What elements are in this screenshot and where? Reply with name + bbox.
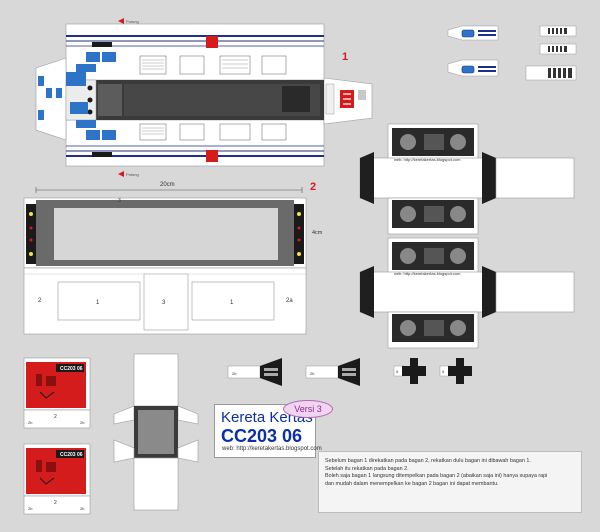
dimension-width-label: 20cm [160,182,175,188]
body-section-3: 3 [162,300,166,306]
title-website: web: http://keretakertas.blogspot.com [222,446,322,452]
part2-label: 2 [310,181,316,193]
cut-label-top: Potong [126,19,139,24]
nose-label-2b-right: 2b [80,420,85,425]
nose-label-2b-lower-right: 2b [80,506,85,511]
frame-tray-net [113,353,199,511]
small-part-2b-a: 2b [232,371,237,376]
bogie-web-top: web: http://keretakertas.blogspot.com [394,157,461,162]
headlight-parts [447,25,499,77]
title-model: CC203 06 [221,426,303,446]
instruction-line: Setelah itu rekatkan pada bagan 2. [325,465,409,472]
body-section-1a: 1 [96,300,100,306]
bogie-web-bottom: web: http://keretakertas.blogspot.com [394,271,461,276]
cab-part-number: 3 [118,198,121,204]
bogie-net-bottom [359,237,575,349]
instruction-line: Boleh saja bagan 1 langsung ditempelkan … [325,473,548,480]
small-part-2b-b: 2b [310,371,315,376]
plough-part-left [227,358,282,386]
plough-part-right [305,358,360,386]
loco-number-bottom: CC203 06 [60,452,83,458]
loco-number-top: CC203 06 [60,366,83,372]
nose-label-2: 2 [54,414,57,420]
body-section-2: 2 [38,298,42,304]
version-badge: Versi 3 [283,400,333,418]
instructions-note: Sebelum bagan 1 direkatkan pada bagan 2,… [318,451,582,513]
part1-body-net [35,23,373,167]
instruction-line: dan mudah dalam menempelkan ke bagan 2 b… [325,480,499,487]
cut-markers [118,18,124,177]
dimension-height-label: 4cm [312,230,323,236]
dimension-line [35,187,303,193]
instruction-line: Sebelum bagan 1 direkatkan pada bagan 2,… [325,458,531,464]
cross-part-left [393,358,426,384]
body-section-2a: 2a [286,298,293,304]
red-nose-bottom [23,443,91,515]
part2-base-frame [23,197,307,335]
cut-label-bottom: Potong [126,172,139,177]
body-section-1b: 1 [230,300,234,306]
part1-label: 1 [342,51,348,63]
small-part-5-a: 5 [396,369,399,374]
bogie-net-top [359,123,575,235]
nose-label-2-lower: 2 [54,500,57,506]
cross-part-right [439,358,472,384]
nose-label-2b-lower-left: 2b [28,506,33,511]
vent-strips [525,25,577,81]
small-part-5-b: 5 [442,369,445,374]
nose-label-2b-left: 2b [28,420,33,425]
red-nose-top [23,357,91,429]
